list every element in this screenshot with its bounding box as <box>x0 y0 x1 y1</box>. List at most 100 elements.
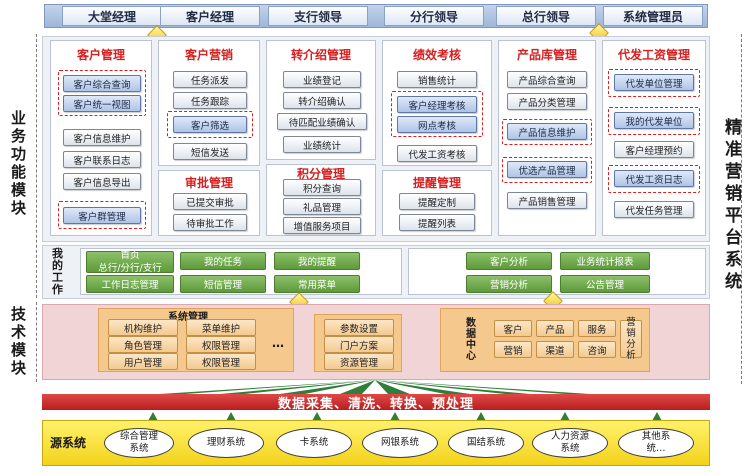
btn-param-settings[interactable]: 参数设置 <box>324 319 394 336</box>
source-wealth[interactable]: 理财系统 <box>188 428 264 458</box>
dc-marketing-analysis[interactable]: 营销分析 <box>620 317 642 361</box>
btn-product-info[interactable]: 产品信息维护 <box>507 123 587 140</box>
btn-menu-maint[interactable]: 菜单维护 <box>186 319 256 336</box>
role-lobby-manager[interactable]: 大堂经理 <box>62 6 162 26</box>
role-subbranch-leader[interactable]: 分行领导 <box>384 6 484 26</box>
btn-pending-match[interactable]: 待匹配业绩确认 <box>277 113 367 130</box>
btn-customer-view[interactable]: 客户统一视图 <box>63 95 141 112</box>
btn-customer-group[interactable]: 客户群管理 <box>63 207 141 224</box>
arrow-up-1 <box>148 412 158 421</box>
btn-resource-mgmt[interactable]: 资源管理 <box>324 353 394 370</box>
panel-points: 积分管理 积分查询 礼品管理 增值服务项目 <box>266 164 376 236</box>
panel-performance-title: 绩效考核 <box>412 47 461 62</box>
highlight-product-info <box>502 119 592 145</box>
highlight-performance <box>391 91 483 137</box>
btn-perf-register[interactable]: 业绩登记 <box>283 71 361 88</box>
role-system-admin[interactable]: 系统管理员 <box>603 6 703 26</box>
btn-points-query[interactable]: 积分查询 <box>283 179 361 196</box>
btn-task-track[interactable]: 任务跟踪 <box>173 92 247 109</box>
btn-customer-analysis[interactable]: 客户分析 <box>466 252 552 270</box>
btn-payroll-task[interactable]: 代发任务管理 <box>614 201 694 218</box>
btn-role-mgmt[interactable]: 角色管理 <box>108 336 178 353</box>
btn-notice-mgmt[interactable]: 公告管理 <box>560 275 650 293</box>
btn-work-log[interactable]: 工作日志管理 <box>86 275 174 293</box>
btn-perm-mgmt-1[interactable]: 权限管理 <box>186 336 256 353</box>
btn-customer-filter[interactable]: 客户筛选 <box>173 116 247 133</box>
btn-sales-stats[interactable]: 销售统计 <box>397 71 477 88</box>
source-card[interactable]: 卡系统 <box>276 428 352 458</box>
source-title: 源系统 <box>50 436 87 450</box>
btn-value-added[interactable]: 增值服务项目 <box>283 217 361 234</box>
btn-payroll-assess[interactable]: 代发工资考核 <box>397 145 477 162</box>
business-area <box>42 36 710 242</box>
btn-cm-assess[interactable]: 客户经理考核 <box>397 96 477 113</box>
dc-product[interactable]: 产品 <box>536 320 574 337</box>
btn-preferred-product[interactable]: 优选产品管理 <box>507 161 587 178</box>
btn-referral-confirm[interactable]: 转介绍确认 <box>283 92 361 109</box>
panel-referral-title: 转介绍管理 <box>290 47 351 62</box>
btn-my-tasks[interactable]: 我的任务 <box>180 252 266 270</box>
etl-bar: 数据采集、清洗、转换、预处理 <box>42 394 710 412</box>
panel-product: 产品库管理 产品综合查询 产品分类管理 产品信息维护 优选产品管理 产品销售管理 <box>498 40 596 236</box>
dc-customer[interactable]: 客户 <box>494 320 532 337</box>
panel-points-title: 积分管理 <box>296 166 345 181</box>
btn-marketing-analysis[interactable]: 营销分析 <box>466 275 552 293</box>
role-head-office-leader[interactable]: 总行领导 <box>496 6 596 26</box>
workbench-title: 我的工作 <box>52 247 63 296</box>
btn-product-sales[interactable]: 产品销售管理 <box>507 192 587 209</box>
btn-submitted-approval[interactable]: 已提交审批 <box>173 193 247 210</box>
btn-reminder-custom[interactable]: 提醒定制 <box>399 193 475 210</box>
platform-label: 精准营销平台系统 <box>721 118 741 294</box>
btn-cm-appointment[interactable]: 客户经理预约 <box>614 141 694 158</box>
btn-customer-log[interactable]: 客户联系日志 <box>63 151 141 168</box>
btn-reminder-list[interactable]: 提醒列表 <box>399 214 475 231</box>
btn-sms-send[interactable]: 短信发送 <box>173 143 247 160</box>
btn-customer-query[interactable]: 客户综合查询 <box>63 75 141 92</box>
panel-payroll: 代发工资管理 代发单位管理 我的代发单位 客户经理预约 代发工资日志 代发任务管… <box>602 40 706 236</box>
role-branch-leader[interactable]: 支行领导 <box>268 6 368 26</box>
dc-channel[interactable]: 渠道 <box>536 341 574 358</box>
source-other[interactable]: 其他系 统… <box>618 428 694 458</box>
panel-approval-title: 审批管理 <box>184 175 233 190</box>
panel-reminder: 提醒管理 提醒定制 提醒列表 <box>382 170 492 236</box>
btn-customer-export[interactable]: 客户信息导出 <box>63 173 141 190</box>
source-integrated-mgmt[interactable]: 综合管理 系统 <box>104 428 174 458</box>
btn-portal-scheme[interactable]: 门户方案 <box>324 336 394 353</box>
btn-task-dispatch[interactable]: 任务派发 <box>173 71 247 88</box>
btn-sms-mgmt[interactable]: 短信管理 <box>180 275 266 293</box>
panel-reminder-title: 提醒管理 <box>412 175 461 190</box>
btn-business-report[interactable]: 业务统计报表 <box>560 252 650 270</box>
panel-approval: 审批管理 已提交审批 待审批工作 <box>158 170 260 236</box>
data-center-box <box>440 308 650 372</box>
btn-payroll-log[interactable]: 代发工资日志 <box>614 170 694 187</box>
btn-home[interactable]: 首页 总行/分行/支行 <box>86 250 174 274</box>
dc-consult[interactable]: 咨询 <box>578 341 616 358</box>
panel-customer-marketing-title: 客户营销 <box>184 47 233 62</box>
dc-marketing[interactable]: 营销 <box>494 341 532 358</box>
btn-perf-stats[interactable]: 业绩统计 <box>283 136 361 153</box>
sysmgmt-title: 系统管理 <box>168 312 208 323</box>
source-intl-settlement[interactable]: 国结系统 <box>448 428 524 458</box>
btn-gift-mgmt[interactable]: 礼品管理 <box>283 198 361 215</box>
btn-product-query[interactable]: 产品综合查询 <box>507 71 587 88</box>
btn-user-mgmt[interactable]: 用户管理 <box>108 353 178 370</box>
btn-my-reminder[interactable]: 我的提醒 <box>274 252 360 270</box>
btn-my-payroll-unit[interactable]: 我的代发单位 <box>614 112 694 129</box>
highlight-customer-query <box>58 70 146 116</box>
role-customer-manager[interactable]: 客户经理 <box>160 6 260 26</box>
btn-perm-mgmt-2[interactable]: 权限管理 <box>186 353 256 370</box>
data-flow-arrows <box>160 380 590 394</box>
btn-pending-approval[interactable]: 待审批工作 <box>173 214 247 231</box>
tech-module-label: 技术模块 <box>9 306 27 378</box>
btn-payroll-unit[interactable]: 代发单位管理 <box>614 74 694 91</box>
source-hr[interactable]: 人力资源 系统 <box>532 428 608 458</box>
btn-common-menu[interactable]: 常用菜单 <box>274 275 360 293</box>
btn-customer-info[interactable]: 客户信息维护 <box>63 129 141 146</box>
source-ebank[interactable]: 网银系统 <box>362 428 438 458</box>
panel-referral: 转介绍管理 业绩登记 转介绍确认 待匹配业绩确认 业绩统计 <box>266 40 376 160</box>
btn-org-maint[interactable]: 机构维护 <box>108 319 178 336</box>
btn-outlet-assess[interactable]: 网点考核 <box>397 116 477 133</box>
btn-product-category[interactable]: 产品分类管理 <box>507 93 587 110</box>
dc-service[interactable]: 服务 <box>578 320 616 337</box>
panel-customer-mgmt-title: 客户管理 <box>76 47 125 62</box>
